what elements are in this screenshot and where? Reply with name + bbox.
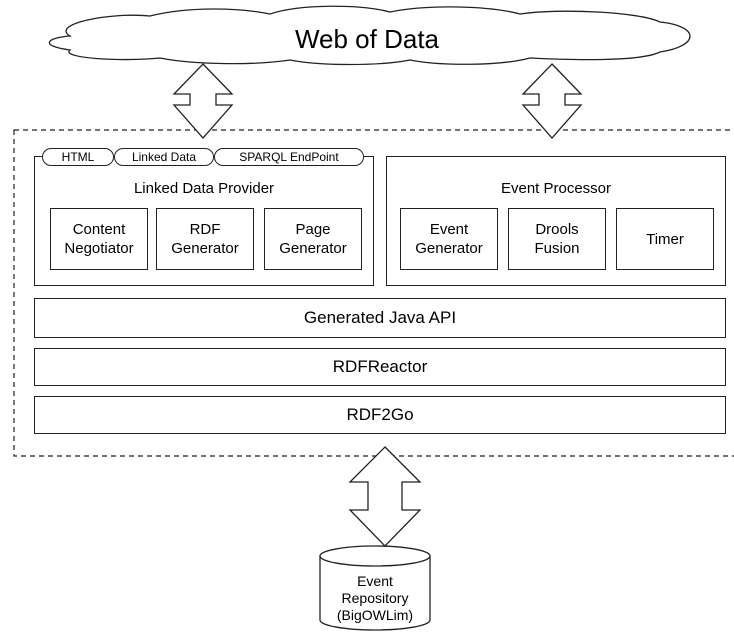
right-double-arrow xyxy=(521,63,583,139)
rdf2go-layer: RDF2Go xyxy=(34,396,726,434)
event-generator-box: Event Generator xyxy=(400,208,498,270)
rdfreactor-layer: RDFReactor xyxy=(34,348,726,386)
timer-box: Timer xyxy=(616,208,714,270)
tab-sparql-endpoint: SPARQL EndPoint xyxy=(214,148,364,166)
page-generator-box: Page Generator xyxy=(264,208,362,270)
event-processor-title: Event Processor xyxy=(500,180,612,197)
linked-data-provider-title: Linked Data Provider xyxy=(133,180,275,197)
left-double-arrow xyxy=(172,63,234,139)
drools-fusion-box: Drools Fusion xyxy=(508,208,606,270)
tab-linked-data: Linked Data xyxy=(114,148,214,166)
generated-java-api-layer: Generated Java API xyxy=(34,298,726,338)
tab-html: HTML xyxy=(42,148,114,166)
bottom-double-arrow xyxy=(348,446,422,547)
cloud-shape xyxy=(48,5,691,66)
web-of-data-label: Web of Data xyxy=(294,24,440,54)
event-repository-label: Event Repository (BigOWLim) xyxy=(336,573,414,623)
rdf-generator-box: RDF Generator xyxy=(156,208,254,270)
repository-cylinder xyxy=(319,545,431,631)
content-negotiator-box: Content Negotiator xyxy=(50,208,148,270)
